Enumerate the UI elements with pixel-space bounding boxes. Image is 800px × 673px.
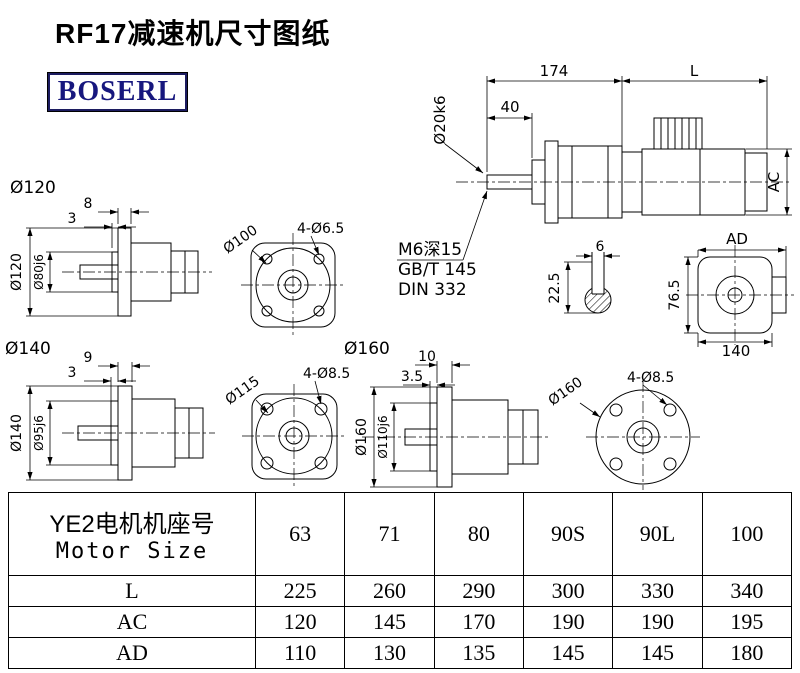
dim-140-label: 140: [722, 342, 751, 360]
cell-L-90l: 330: [612, 575, 703, 607]
cell-L-100: 340: [701, 575, 793, 607]
header-cn-label: YE2电机机座号: [49, 511, 215, 538]
cell-AD-90s: 145: [522, 637, 614, 669]
main-side-view: [456, 117, 792, 224]
main-dimensions: 174 L 40 Ø20k6 AC: [431, 62, 792, 216]
motor-size-table: YE2电机机座号 Motor Size 63 71 80 90S 90L 100…: [8, 492, 793, 669]
dim-3-5-label: 3.5: [401, 369, 423, 385]
size120-label: Ø120: [10, 178, 56, 198]
motor-end-view: AD 76.5 140: [667, 230, 794, 360]
size120-group: Ø120 8 3 Ø120 Ø80j6: [9, 178, 345, 337]
dim-174-label: 174: [540, 62, 569, 80]
fan-cowl: [744, 152, 768, 212]
cell-L-90s: 300: [522, 575, 614, 607]
header-en-label: Motor Size: [55, 539, 209, 564]
table-header-row: YE2电机机座号 Motor Size 63 71 80 90S 90L 100: [8, 492, 793, 576]
dimension-drawing: 174 L 40 Ø20k6 AC M6深15 GB/T 145 DIN 332: [5, 62, 794, 490]
bolt-hole: [260, 456, 274, 470]
table-row-AD: AD 110 130 135 145 145 180: [8, 637, 793, 669]
bolt-hole: [663, 403, 677, 417]
col-header-80: 80: [433, 492, 524, 576]
bolt-hole: [609, 457, 623, 471]
note-din-label: DIN 332: [398, 280, 467, 300]
bolt-circle-120-label: Ø100: [221, 222, 261, 257]
cell-L-71: 260: [344, 575, 435, 607]
flange-face-120: [250, 242, 336, 328]
dim-d80-label: Ø80j6: [32, 254, 46, 290]
size160-label: Ø160: [344, 339, 390, 359]
page-title: RF17减速机尺寸图纸: [55, 18, 331, 49]
dim-shaft-dia-label: Ø20k6: [431, 95, 449, 144]
cell-AC-100: 195: [701, 606, 793, 638]
bolt-circle-140-label: Ø115: [223, 373, 263, 408]
dim-8-label: 8: [84, 196, 93, 212]
dim-L-label: L: [690, 62, 699, 80]
header-cell-motor-size: YE2电机机座号 Motor Size: [8, 492, 256, 576]
cell-AC-90s: 190: [522, 606, 614, 638]
holes-140-label: 4-Ø8.5: [303, 366, 350, 382]
bolt-hole: [663, 457, 677, 471]
col-header-90l: 90L: [612, 492, 703, 576]
row-label-AC: AC: [8, 606, 256, 638]
cell-L-80: 290: [433, 575, 524, 607]
bolt-hole: [609, 403, 623, 417]
holes-160-label: 4-Ø8.5: [627, 370, 674, 386]
bolt-hole: [313, 305, 325, 317]
dim-76-5-label: 76.5: [667, 279, 683, 310]
dim-AD-label: AD: [726, 230, 748, 248]
terminal-box: [653, 117, 703, 150]
bolt-hole: [261, 305, 273, 317]
flange-face-140: [251, 393, 338, 480]
dim-d160-label: Ø160: [354, 418, 370, 456]
cell-AD-63: 110: [254, 637, 346, 669]
dim-d110-label: Ø110j6: [376, 415, 390, 458]
cell-AC-80: 170: [433, 606, 524, 638]
bolt-circle-160-label: Ø160: [546, 374, 586, 409]
logo-text: BOSERL: [57, 76, 178, 107]
cell-AC-71: 145: [344, 606, 435, 638]
dim-d120-label: Ø120: [9, 253, 25, 291]
dim-d140-label: Ø140: [9, 414, 25, 452]
cell-AD-71: 130: [344, 637, 435, 669]
dim-9-label: 9: [84, 350, 93, 366]
note-gbt-label: GB/T 145: [398, 260, 477, 280]
table-row-AC: AC 120 145 170 190 190 195: [8, 606, 793, 638]
row-label-AD: AD: [8, 637, 256, 669]
thread-note: M6深15 GB/T 145 DIN 332: [397, 190, 488, 300]
dim-keywidth-label: 6: [596, 239, 605, 255]
size140-label: Ø140: [5, 339, 51, 359]
size160-group: Ø160 10 3.5 Ø160 Ø110j6: [344, 339, 700, 490]
row-label-L: L: [8, 575, 256, 607]
dim-40-label: 40: [500, 98, 519, 116]
dim-keydepth-label: 22.5: [547, 272, 563, 303]
terminal-box-end: [771, 276, 787, 314]
col-header-100: 100: [701, 492, 793, 576]
cell-AC-90l: 190: [612, 606, 703, 638]
dim-AC-label: AC: [765, 172, 783, 192]
holes-120-label: 4-Ø6.5: [297, 221, 344, 237]
cell-AC-63: 120: [254, 606, 346, 638]
cell-AD-90l: 145: [612, 637, 703, 669]
bolt-hole: [314, 456, 328, 470]
key-section-view: 6 22.5: [547, 239, 620, 314]
size140-group: Ø140 9 3 Ø140 Ø95j6: [5, 339, 350, 489]
col-header-90s: 90S: [522, 492, 614, 576]
cell-L-63: 225: [254, 575, 346, 607]
col-header-63: 63: [254, 492, 346, 576]
col-header-71: 71: [344, 492, 435, 576]
flange-face-160: [595, 389, 691, 485]
note-m6-label: M6深15: [398, 240, 462, 260]
cell-AD-80: 135: [433, 637, 524, 669]
dim-d95-label: Ø95j6: [32, 415, 46, 451]
dim-10-label: 10: [418, 349, 436, 365]
dim-3-label-120: 3: [68, 211, 77, 227]
boserl-logo: BOSERL: [47, 72, 188, 112]
table-row-L: L 225 260 290 300 330 340: [8, 575, 793, 607]
dim-3-label-140: 3: [68, 365, 77, 381]
cell-AD-100: 180: [701, 637, 793, 669]
